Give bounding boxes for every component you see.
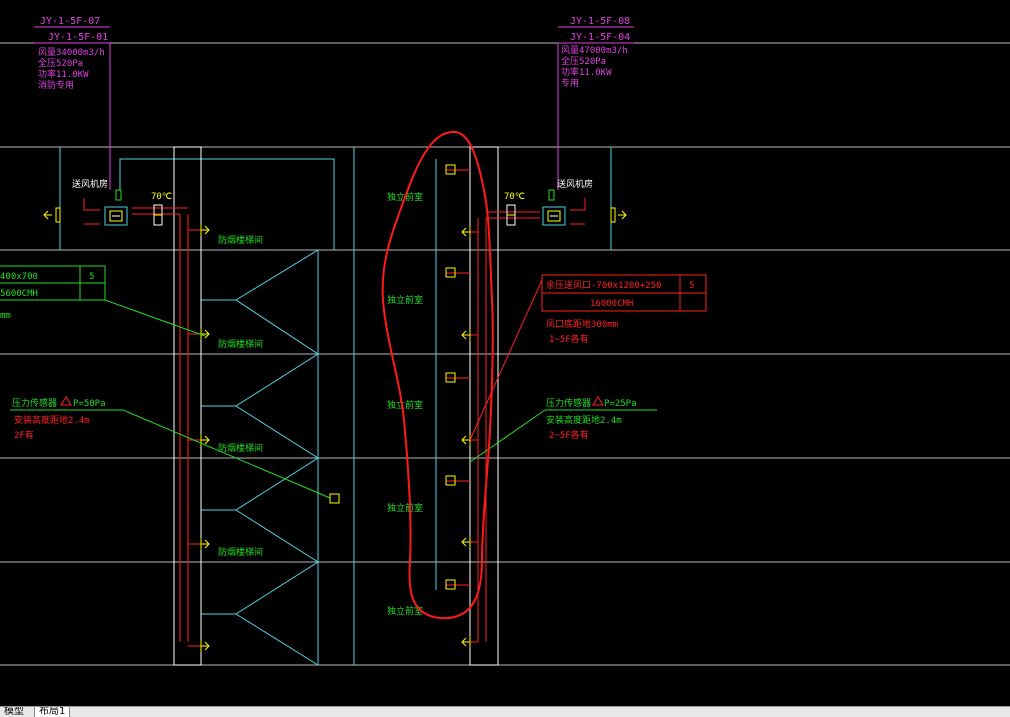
fire-dampers: [55, 204, 616, 226]
left-supply-outlets[interactable]: [43, 210, 210, 652]
right-fan[interactable]: [542, 189, 566, 226]
right-table-row2: 16000CMH: [590, 299, 633, 309]
left-delta-icon: [60, 396, 72, 406]
left-pressure-line1: 安装高度距地2.4m: [14, 414, 90, 426]
right-shaft-label-3: 独立前室: [387, 399, 423, 411]
right-damper-temp: 70℃: [504, 192, 525, 202]
right-table-note2: 1~5F各有: [549, 333, 589, 345]
pressure-sensor[interactable]: [329, 493, 340, 504]
right-table-count: 5: [689, 281, 694, 291]
left-fan-tag-top: JY-1-5F-07: [40, 16, 100, 27]
left-table-note: mm: [0, 311, 11, 321]
right-shaft-label-4: 独立前室: [387, 502, 423, 514]
left-table-row1: 400x700: [0, 272, 38, 282]
right-table-note1: 风口底距地300mm: [546, 318, 618, 330]
left-fan-spec-1: 风量34000m3/h: [38, 47, 105, 58]
right-outlet-table: [469, 274, 707, 441]
tab-model[interactable]: 模型: [4, 706, 24, 717]
left-pressure-line2: 2F有: [14, 429, 34, 441]
left-pressure-leader: [10, 409, 331, 499]
left-fan-spec-2: 全压520Pa: [38, 57, 83, 69]
right-pressure-title: 压力传感器: [546, 397, 591, 409]
right-fan-spec-2: 全压520Pa: [561, 55, 606, 67]
right-fan-spec-4: 专用: [561, 77, 579, 89]
left-fan-room-label: 送风机房: [72, 178, 108, 190]
right-pressure-leader: [469, 409, 657, 463]
floor-lines: [0, 42, 1010, 666]
left-fan-spec-3: 功率11.0KW: [38, 68, 89, 80]
right-fan-spec-1: 风量47000m3/h: [561, 45, 628, 56]
right-shaft-label-2: 独立前室: [387, 294, 423, 306]
left-table-row2: 5600CMH: [0, 289, 38, 299]
right-fan-tag-top: JY-1-5F-08: [570, 16, 630, 27]
shaft-outlines: [173, 146, 499, 666]
layout-tab-bar: 模型 布局1: [0, 706, 1010, 717]
left-shaft-label-4: 防烟楼梯间: [218, 546, 263, 558]
markup-highlight-loop: [381, 130, 494, 620]
left-fan[interactable]: [104, 189, 128, 226]
left-fan-tag-bottom: JY-1-5F-01: [48, 32, 108, 43]
left-pressure-dp: P=50Pa: [73, 399, 106, 409]
left-table-count: 5: [89, 272, 94, 282]
right-shaft-label-5: 独立前室: [387, 605, 423, 617]
left-pressure-title: 压力传感器: [12, 397, 57, 409]
building-walls: [59, 147, 612, 666]
left-damper-temp: 70℃: [151, 192, 172, 202]
right-pressure-line1: 安装高度距地2.4m: [546, 414, 622, 426]
right-pressure-line2: 2~5F各有: [549, 429, 589, 441]
right-delta-icon: [592, 396, 604, 406]
left-shaft-label-2: 防烟楼梯间: [218, 338, 263, 350]
right-fan-tag-bottom: JY-1-5F-04: [570, 32, 630, 43]
right-table-row1: 余压送风口-700x1200+250: [546, 279, 661, 291]
supply-ducts: [83, 169, 586, 647]
left-outlet-table: [0, 265, 206, 337]
tab-layout1[interactable]: 布局1: [34, 707, 71, 717]
left-shaft-label-3: 防烟楼梯间: [218, 442, 263, 454]
fan-tag-leaders: [34, 26, 634, 190]
right-fan-room-label: 送风机房: [557, 178, 593, 190]
right-supply-outlets[interactable]: [445, 164, 627, 648]
right-fan-spec-3: 功率11.0KW: [561, 66, 612, 78]
left-fan-spec-4: 消防专用: [38, 79, 74, 91]
right-pressure-dp: P=25Pa: [604, 399, 637, 409]
left-shaft-label-1: 防烟楼梯间: [218, 234, 263, 246]
